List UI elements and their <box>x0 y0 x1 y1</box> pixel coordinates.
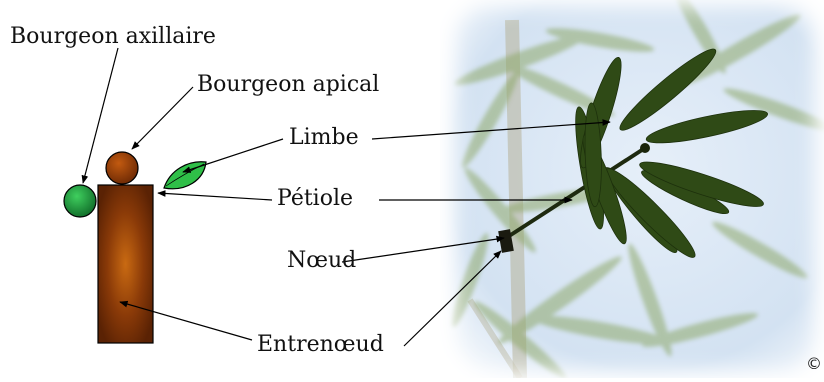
stem-internode <box>98 185 153 343</box>
label-apical-bud: Bourgeon apical <box>197 74 379 96</box>
tree-photo <box>440 0 824 378</box>
label-blade: Limbe <box>289 127 359 149</box>
label-petiole: Pétiole <box>277 188 353 210</box>
label-internode: Entrenœud <box>257 334 384 356</box>
apical-bud <box>106 152 138 184</box>
label-axillary-bud: Bourgeon axillaire <box>10 26 216 48</box>
copyright-mark: © <box>806 354 822 373</box>
label-node: Nœud <box>287 250 356 272</box>
axillary-bud <box>64 185 96 217</box>
